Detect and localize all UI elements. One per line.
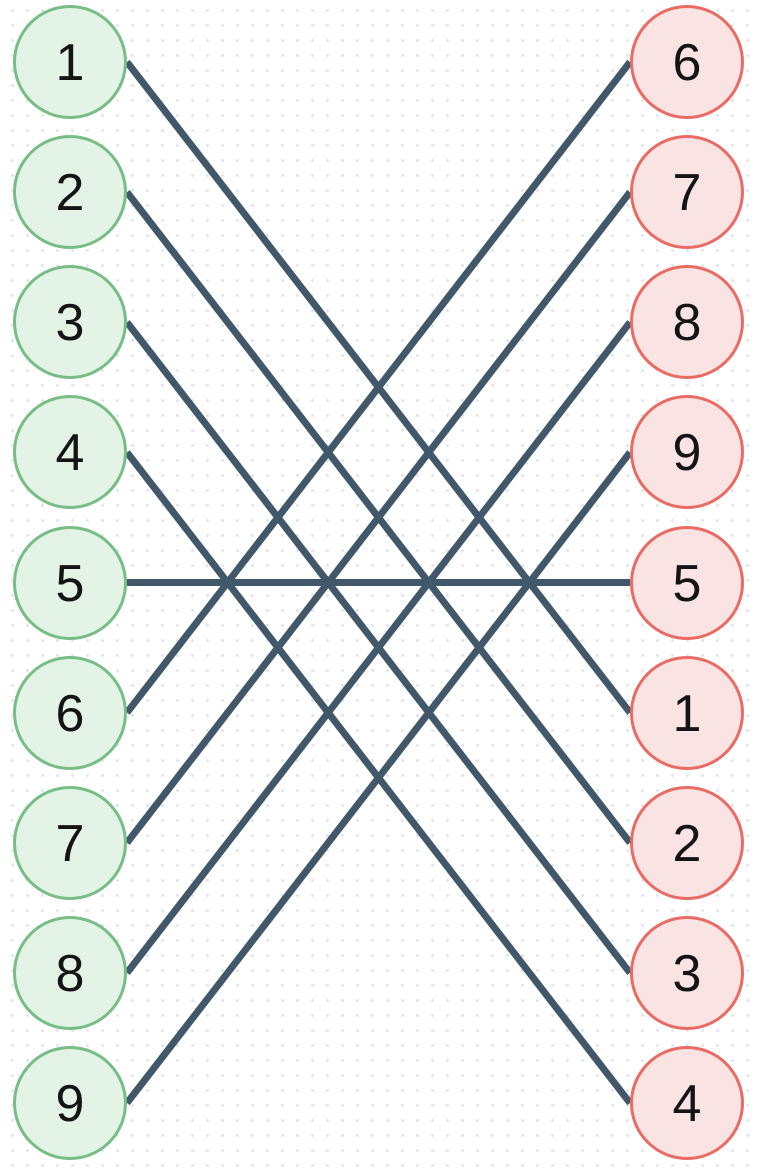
node-label: 6 bbox=[672, 34, 702, 92]
edge-line-6-6[interactable] bbox=[124, 59, 633, 715]
left-node-8[interactable]: 8 bbox=[13, 915, 127, 1030]
node-label: 2 bbox=[55, 164, 85, 223]
node-label: 4 bbox=[672, 1075, 702, 1133]
node-label: 8 bbox=[55, 944, 85, 1003]
left-node-6[interactable]: 6 bbox=[13, 655, 127, 770]
node-label: 1 bbox=[55, 34, 85, 92]
node-label: 9 bbox=[55, 1075, 85, 1133]
left-node-3[interactable]: 3 bbox=[13, 265, 127, 380]
node-label: 3 bbox=[672, 944, 702, 1003]
right-node-4[interactable]: 4 bbox=[630, 1046, 744, 1160]
right-node-1[interactable]: 1 bbox=[630, 655, 744, 770]
node-label: 8 bbox=[672, 294, 702, 353]
left-node-9[interactable]: 9 bbox=[13, 1046, 127, 1160]
left-node-5[interactable]: 5 bbox=[13, 525, 127, 640]
right-node-2[interactable]: 2 bbox=[630, 785, 744, 900]
node-label: 4 bbox=[55, 424, 85, 483]
edge-line-9-9[interactable] bbox=[124, 450, 633, 1106]
node-label: 2 bbox=[672, 814, 702, 873]
node-label: 7 bbox=[55, 814, 85, 873]
edge-line-8-8[interactable] bbox=[124, 320, 633, 976]
right-node-3[interactable]: 3 bbox=[630, 915, 744, 1030]
node-label: 1 bbox=[672, 684, 702, 743]
node-label: 7 bbox=[672, 164, 702, 223]
right-node-6[interactable]: 6 bbox=[630, 5, 744, 119]
left-node-7[interactable]: 7 bbox=[13, 785, 127, 900]
left-node-2[interactable]: 2 bbox=[13, 135, 127, 250]
right-node-9[interactable]: 9 bbox=[630, 395, 744, 510]
node-label: 5 bbox=[55, 554, 85, 613]
left-node-4[interactable]: 4 bbox=[13, 395, 127, 510]
edge-line-7-7[interactable] bbox=[124, 189, 633, 845]
node-label: 3 bbox=[55, 294, 85, 353]
node-label: 6 bbox=[55, 684, 85, 743]
left-node-1[interactable]: 1 bbox=[13, 5, 127, 119]
node-label: 9 bbox=[672, 424, 702, 483]
right-node-8[interactable]: 8 bbox=[630, 265, 744, 380]
right-node-7[interactable]: 7 bbox=[630, 135, 744, 250]
right-node-5[interactable]: 5 bbox=[630, 525, 744, 640]
node-label: 5 bbox=[672, 554, 702, 613]
